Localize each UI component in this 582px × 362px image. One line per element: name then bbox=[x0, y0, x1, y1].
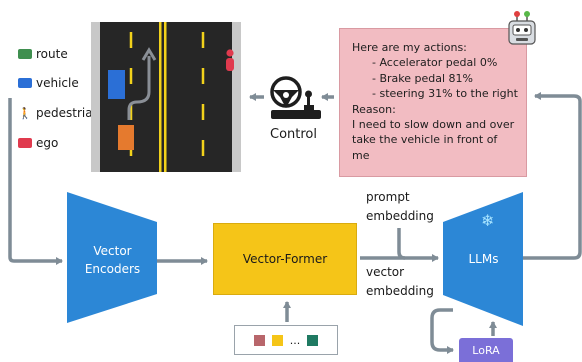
vector-embedding-line1: vector bbox=[366, 265, 405, 279]
lora-block: LoRA bbox=[459, 338, 513, 362]
reason-line: I need to slow down and over bbox=[352, 118, 515, 132]
vector-former-block: Vector-Former bbox=[213, 223, 357, 295]
vector-encoders-label-line1: Vector bbox=[93, 244, 132, 258]
actions-panel: Here are my actions: - Accelerator pedal… bbox=[339, 28, 527, 177]
actions-heading: Here are my actions: bbox=[352, 41, 467, 54]
legend-item-vehicle: vehicle bbox=[18, 73, 79, 93]
pedestrian-figure bbox=[226, 49, 234, 71]
vector-encoders-shape bbox=[67, 192, 157, 323]
prompt-embedding-line1: prompt bbox=[366, 190, 410, 204]
robot-icon bbox=[508, 11, 536, 45]
action-item: - Brake pedal 81% bbox=[372, 71, 473, 85]
vector-embedding-label: vector embedding bbox=[366, 263, 434, 301]
reason-heading: Reason: bbox=[352, 102, 396, 116]
legend-item-ego: ego bbox=[18, 133, 58, 153]
prompt-embedding-label: prompt embedding bbox=[366, 188, 434, 226]
llms-shape bbox=[443, 192, 523, 326]
steering-wheel-icon bbox=[270, 76, 321, 119]
vector-encoders-label-line2: Encoders bbox=[84, 262, 141, 276]
legend-item-pedestrian: 🚶 pedestrian bbox=[18, 106, 101, 120]
car-icon bbox=[18, 49, 32, 59]
prompt-embedding-line2: embedding bbox=[366, 209, 434, 223]
car-icon bbox=[18, 78, 32, 88]
reason-line: take the vehicle in front of me bbox=[352, 133, 498, 162]
route-path bbox=[127, 56, 151, 120]
llm-to-lora-arrow bbox=[430, 308, 454, 354]
token-ellipsis: ... bbox=[289, 333, 301, 347]
legend-item-route: route bbox=[18, 44, 68, 64]
vector-former-label: Vector-Former bbox=[242, 252, 328, 266]
action-item: - steering 31% to the right bbox=[372, 87, 518, 101]
route-arrowhead bbox=[141, 47, 157, 61]
token-square bbox=[307, 334, 319, 346]
center-line-right bbox=[164, 22, 167, 172]
vector-embedding-line2: embedding bbox=[366, 284, 434, 298]
control-label: Control bbox=[270, 127, 317, 142]
gearbox-base bbox=[271, 110, 321, 119]
road-scene bbox=[91, 22, 241, 172]
pedestrian-icon: 🚶 bbox=[18, 106, 32, 120]
llms-label: LLMs bbox=[468, 252, 499, 266]
lora-label: LoRA bbox=[472, 343, 500, 357]
car-icon bbox=[18, 138, 32, 148]
action-item: - Accelerator pedal 0% bbox=[372, 56, 498, 70]
vector-encoders-block: Vector Encoders bbox=[67, 242, 158, 278]
vehicle-car bbox=[108, 70, 125, 99]
center-line-left bbox=[159, 22, 162, 172]
llm-to-actions-arrow bbox=[522, 92, 582, 260]
ego-car bbox=[118, 125, 134, 150]
input-tokens: ... bbox=[234, 325, 338, 355]
prompt-embedding-arrow bbox=[397, 228, 406, 260]
token-square bbox=[253, 334, 265, 346]
legend-to-encoder-arrow bbox=[8, 98, 63, 265]
token-square bbox=[271, 334, 283, 346]
snowflake-icon: ❄ bbox=[481, 211, 495, 230]
